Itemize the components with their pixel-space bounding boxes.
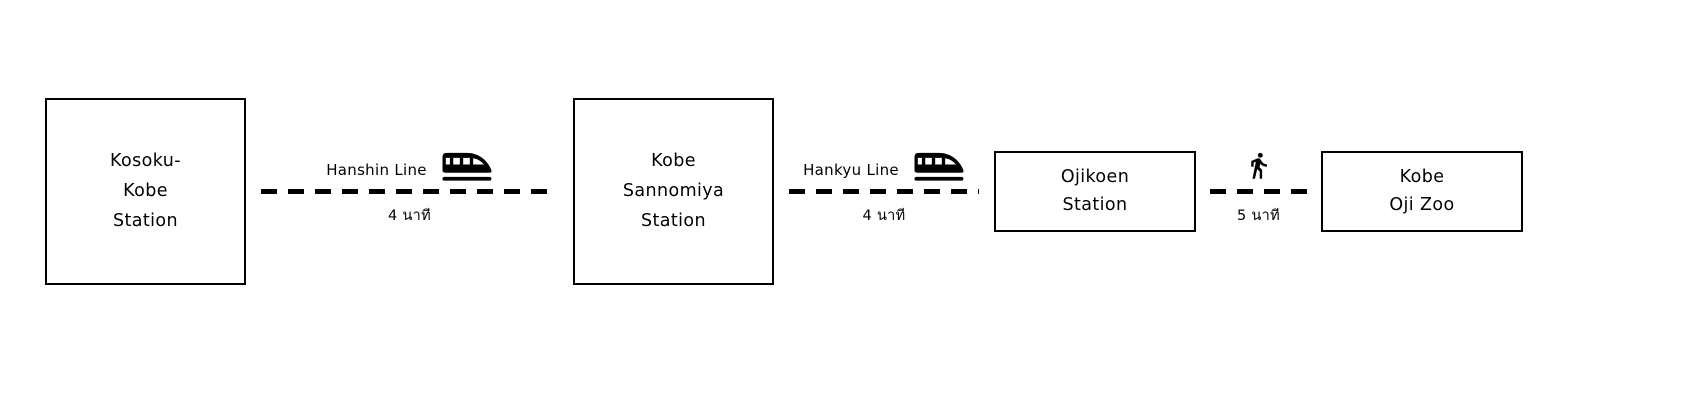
segment-hanshin-line: Hanshin Line 4 นาที bbox=[246, 137, 573, 246]
segment-duration-row: 4 นาที bbox=[774, 194, 994, 246]
segment-label-row: Hankyu Line bbox=[774, 137, 994, 189]
duration-label: 4 นาที bbox=[862, 207, 906, 224]
segment-label-row: Hanshin Line bbox=[246, 137, 573, 189]
segment-hankyu-line: Hankyu Line 4 นาที bbox=[774, 137, 994, 246]
dash-row bbox=[1196, 188, 1321, 194]
segment-walk: 5 นาที bbox=[1196, 137, 1321, 246]
bullet-train-icon bbox=[440, 147, 493, 182]
station-name-line: Kobe bbox=[123, 181, 168, 201]
dash-row bbox=[774, 188, 994, 194]
route-row: Kosoku- Kobe Station Hanshin Line bbox=[0, 97, 1523, 285]
station-name-line: Kobe bbox=[1399, 167, 1445, 187]
station-name: Kobe Oji Zoo bbox=[1389, 163, 1454, 219]
duration-label: 5 นาที bbox=[1237, 207, 1280, 224]
station-name: Kobe Sannomiya Station bbox=[623, 146, 724, 236]
route-dashed-line bbox=[261, 188, 558, 194]
station-name-line: Station bbox=[1062, 195, 1128, 215]
route-dashed-line bbox=[1210, 188, 1307, 194]
station-box-kobe-sannomiya-station: Kobe Sannomiya Station bbox=[573, 97, 774, 285]
duration-label: 4 นาที bbox=[388, 207, 431, 224]
station-name-line: Kobe bbox=[651, 151, 696, 171]
dash-row bbox=[246, 188, 573, 194]
line-name-label: Hanshin Line bbox=[326, 160, 427, 179]
station-name-line: Station bbox=[112, 211, 178, 231]
bullet-train-icon bbox=[912, 147, 965, 182]
station-box-kosoku-kobe-station: Kosoku- Kobe Station bbox=[45, 97, 246, 285]
station-name-line: Kosoku- bbox=[110, 151, 181, 171]
station-name-line: Ojikoen bbox=[1060, 167, 1130, 187]
segment-label-row bbox=[1196, 137, 1321, 189]
segment-duration-row: 5 นาที bbox=[1196, 194, 1321, 246]
walking-person-icon bbox=[1244, 149, 1273, 182]
line-name-label: Hankyu Line bbox=[803, 160, 899, 179]
station-name-line: Sannomiya bbox=[622, 181, 725, 201]
station-box-ojikoen-station: Ojikoen Station bbox=[994, 150, 1196, 232]
station-name: Kosoku- Kobe Station bbox=[110, 146, 181, 236]
station-box-kobe-oji-zoo: Kobe Oji Zoo bbox=[1321, 150, 1523, 232]
segment-duration-row: 4 นาที bbox=[246, 194, 573, 246]
station-name: Ojikoen Station bbox=[1061, 163, 1129, 219]
station-name-line: Station bbox=[640, 211, 706, 231]
route-dashed-line bbox=[789, 188, 979, 194]
station-name-line: Oji Zoo bbox=[1389, 195, 1455, 215]
